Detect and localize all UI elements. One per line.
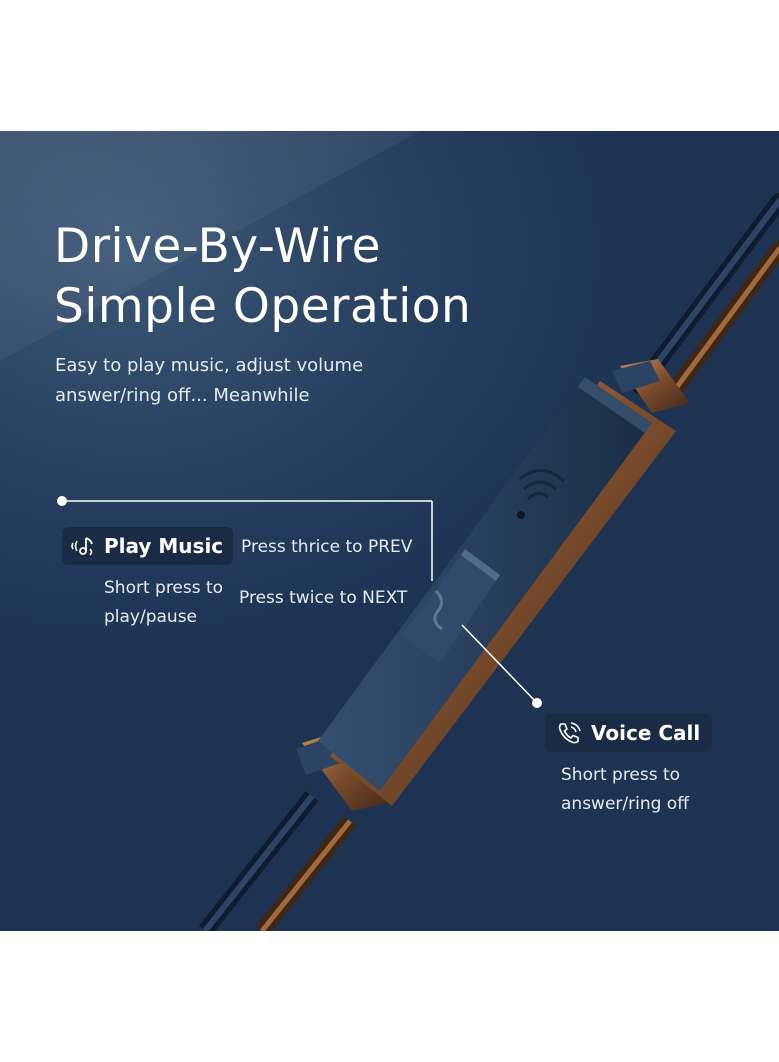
press-thrice-text: Press thrice to PREV [241,537,413,557]
play-music-label: Play Music [104,534,224,558]
voice-call-short-press-line-1: Short press to [561,765,681,785]
subheadline-line-1: Easy to play music, adjust volume [55,355,364,376]
remote-control-illustration [0,131,779,931]
callout-lines [57,496,542,708]
subheadline-line-2: answer/ring off... Meanwhile [55,385,310,406]
headline-line-1: Drive-By-Wire [54,219,382,274]
press-twice-text: Press twice to NEXT [239,588,408,608]
remote-collar-top [612,359,690,413]
voice-call-short-press: Short press to answer/ring off [561,761,689,819]
voice-call-short-press-line-2: answer/ring off [561,794,689,814]
play-music-short-press-line-1: Short press to [104,578,224,598]
voice-call-label: Voice Call [591,721,701,745]
subheadline: Easy to play music, adjust volume answer… [55,351,363,411]
multifunction-button [402,549,500,663]
music-note-icon [70,535,96,557]
play-music-short-press: Short press to play/pause [104,574,223,632]
cable-upper [632,193,779,407]
voice-call-badge: Voice Call [545,714,713,752]
play-music-badge: Play Music [62,527,234,565]
play-music-short-press-line-2: play/pause [104,607,198,627]
phone-icon [557,721,583,745]
headline: Drive-By-Wire Simple Operation [54,217,471,337]
microphone-icon [517,469,566,519]
product-banner: Drive-By-Wire Simple Operation Easy to p… [0,131,779,931]
headline-line-2: Simple Operation [54,279,472,334]
cable-lower [198,791,357,931]
